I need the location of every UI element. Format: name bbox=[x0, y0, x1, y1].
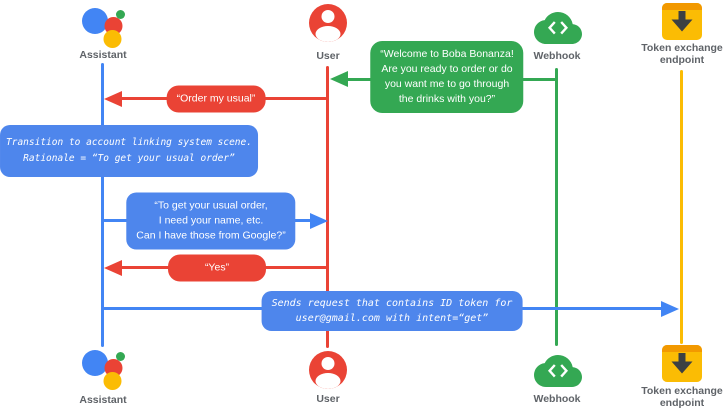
actor-label-assistant-top: Assistant bbox=[79, 49, 127, 61]
token-endpoint-lifeline bbox=[680, 70, 683, 344]
sends-request-arrowhead bbox=[661, 301, 679, 317]
token-endpoint-icon bbox=[662, 3, 702, 40]
order-arrowhead bbox=[104, 91, 122, 107]
webhook-cloud-icon bbox=[534, 11, 582, 44]
actor-label-webhook-top: Webhook bbox=[533, 50, 581, 62]
user-lifeline bbox=[326, 66, 329, 348]
actor-label-token-top: Token exchange endpoint bbox=[641, 42, 723, 66]
welcome-arrowhead bbox=[330, 71, 348, 87]
actor-label-user-bottom: User bbox=[316, 393, 340, 405]
note-transition-account-linking: Transition to account linking system sce… bbox=[0, 125, 258, 177]
message-to-get-usual-order: “To get your usual order, I need your na… bbox=[126, 192, 296, 250]
user-icon bbox=[309, 351, 347, 389]
message-order-my-usual: “Order my usual” bbox=[166, 85, 266, 113]
actor-label-webhook-bottom: Webhook bbox=[533, 393, 581, 405]
actor-label-token-bottom: Token exchange endpoint bbox=[641, 385, 723, 409]
to-get-arrowhead bbox=[310, 213, 328, 229]
message-welcome: “Welcome to Boba Bonanza! Are you ready … bbox=[370, 41, 524, 113]
webhook-cloud-icon bbox=[534, 355, 582, 387]
user-icon bbox=[309, 4, 347, 42]
token-endpoint-icon bbox=[662, 345, 702, 382]
assistant-logo-icon bbox=[82, 350, 125, 390]
assistant-logo-icon bbox=[82, 8, 125, 48]
webhook-lifeline bbox=[555, 68, 558, 346]
actor-label-user-top: User bbox=[316, 50, 340, 62]
actor-label-assistant-bottom: Assistant bbox=[79, 394, 127, 406]
assistant-lifeline bbox=[101, 63, 104, 347]
message-sends-request: Sends request that contains ID token for… bbox=[261, 291, 523, 331]
message-yes: “Yes” bbox=[168, 254, 266, 282]
yes-arrowhead bbox=[104, 260, 122, 276]
